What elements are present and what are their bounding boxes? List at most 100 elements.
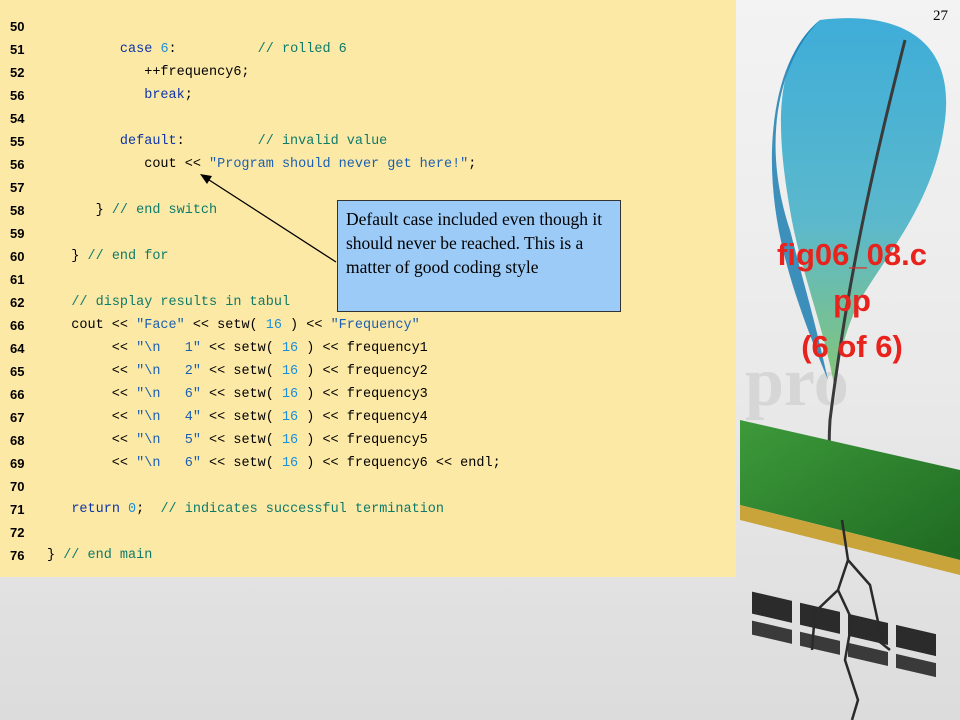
code-token: ; [468,157,477,172]
code-token: << [47,364,137,379]
code-token: "\n 6" [136,387,201,402]
code-text: << "\n 5" << setw( 16 ) << frequency5 [47,431,428,451]
code-text: << "\n 1" << setw( 16 ) << frequency1 [47,339,428,359]
code-token: << [47,410,137,425]
code-token: 0 [128,502,137,517]
code-token: << [47,387,137,402]
figure-title-line: fig06_08.c [777,237,927,272]
figure-title-line: (6 of 6) [801,329,903,364]
code-token: // indicates successful termination [160,502,444,517]
line-number: 72 [10,525,25,540]
line-number: 52 [10,65,25,80]
code-token: 16 [281,456,299,471]
line-number: 50 [10,19,25,34]
code-token: ; [184,88,193,103]
code-token: return [71,502,120,517]
feather-plume [780,18,947,391]
code-token: } [47,548,64,563]
code-token: << setw( [200,341,282,356]
code-token: 16 [281,410,299,425]
code-token [47,502,71,517]
code-token: ) << [281,318,331,333]
line-number: 70 [10,479,25,494]
code-token: // end for [87,249,169,264]
code-token: // end switch [111,203,218,218]
line-number: 58 [10,203,25,218]
figure-title-line: pp [833,283,871,318]
code-token: 16 [281,364,299,379]
code-token: << setw( [200,364,282,379]
code-token: ) << frequency6 << endl; [298,456,501,471]
code-token: cout << [47,318,137,333]
code-text: return 0; // indicates successful termin… [47,500,444,520]
code-token: case [119,42,153,57]
callout-box: Default case included even though it sho… [337,200,621,312]
code-token: ) << frequency2 [298,364,428,379]
line-number: 56 [10,157,25,172]
line-number: 76 [10,548,25,563]
code-token: ) << frequency4 [298,410,428,425]
code-token: ) << frequency3 [298,387,428,402]
code-token: "\n 6" [136,456,201,471]
code-text: << "\n 2" << setw( 16 ) << frequency2 [47,362,428,382]
code-token: << [47,433,137,448]
code-text: cout << "Face" << setw( 16 ) << "Frequen… [47,316,420,336]
code-text: ++frequency6; [47,63,250,83]
line-number: 69 [10,456,25,471]
code-token [120,502,128,517]
code-token: ) << frequency5 [298,433,428,448]
code-token: "\n 4" [136,410,201,425]
line-number: 54 [10,111,25,126]
code-token [47,295,71,310]
code-token [47,42,120,57]
code-token: break [144,88,185,103]
code-token: // invalid value [257,134,388,149]
code-token: : [176,134,258,149]
code-token: << setw( [200,456,282,471]
line-number: 51 [10,42,25,57]
floor-crack [810,519,891,720]
line-number: 57 [10,180,25,195]
code-token [47,88,144,103]
code-text: // display results in tabul [47,293,290,313]
code-text: } // end switch [47,201,218,221]
line-number: 60 [10,249,25,264]
line-number: 59 [10,226,25,241]
line-number: 67 [10,410,25,425]
code-token: 6 [160,42,169,57]
code-token: << setw( [200,387,282,402]
code-token: // display results in tabul [71,295,291,310]
code-text: cout << "Program should never get here!"… [47,155,476,175]
code-token: "\n 1" [136,341,201,356]
code-token: 16 [281,387,299,402]
code-token [47,134,120,149]
code-text: default: // invalid value [47,132,387,152]
code-token: : [168,42,258,57]
code-token: "\n 2" [136,364,201,379]
code-token: 16 [265,318,282,333]
code-token: "\n 5" [136,433,201,448]
code-token: // rolled 6 [257,42,347,57]
code-token: 16 [281,341,299,356]
code-token: ) << frequency1 [298,341,428,356]
code-token: // end main [63,548,153,563]
code-token: cout << [47,157,210,172]
code-token: } [47,249,88,264]
code-token: << setw( [200,433,282,448]
code-token: ; [136,502,161,517]
line-number: 68 [10,433,25,448]
line-number: 56 [10,88,25,103]
figure-title: fig06_08.c pp (6 of 6) [752,232,952,370]
code-text: } // end for [47,247,169,267]
code-text: } // end main [47,546,152,566]
code-token: } [47,203,112,218]
code-text: case 6: // rolled 6 [47,40,347,60]
code-token: ++frequency6; [47,65,250,80]
line-number: 66 [10,387,25,402]
code-token: "Frequency" [330,318,420,333]
code-token: default [119,134,177,149]
line-number: 66 [10,318,25,333]
page-number: 27 [933,8,948,24]
